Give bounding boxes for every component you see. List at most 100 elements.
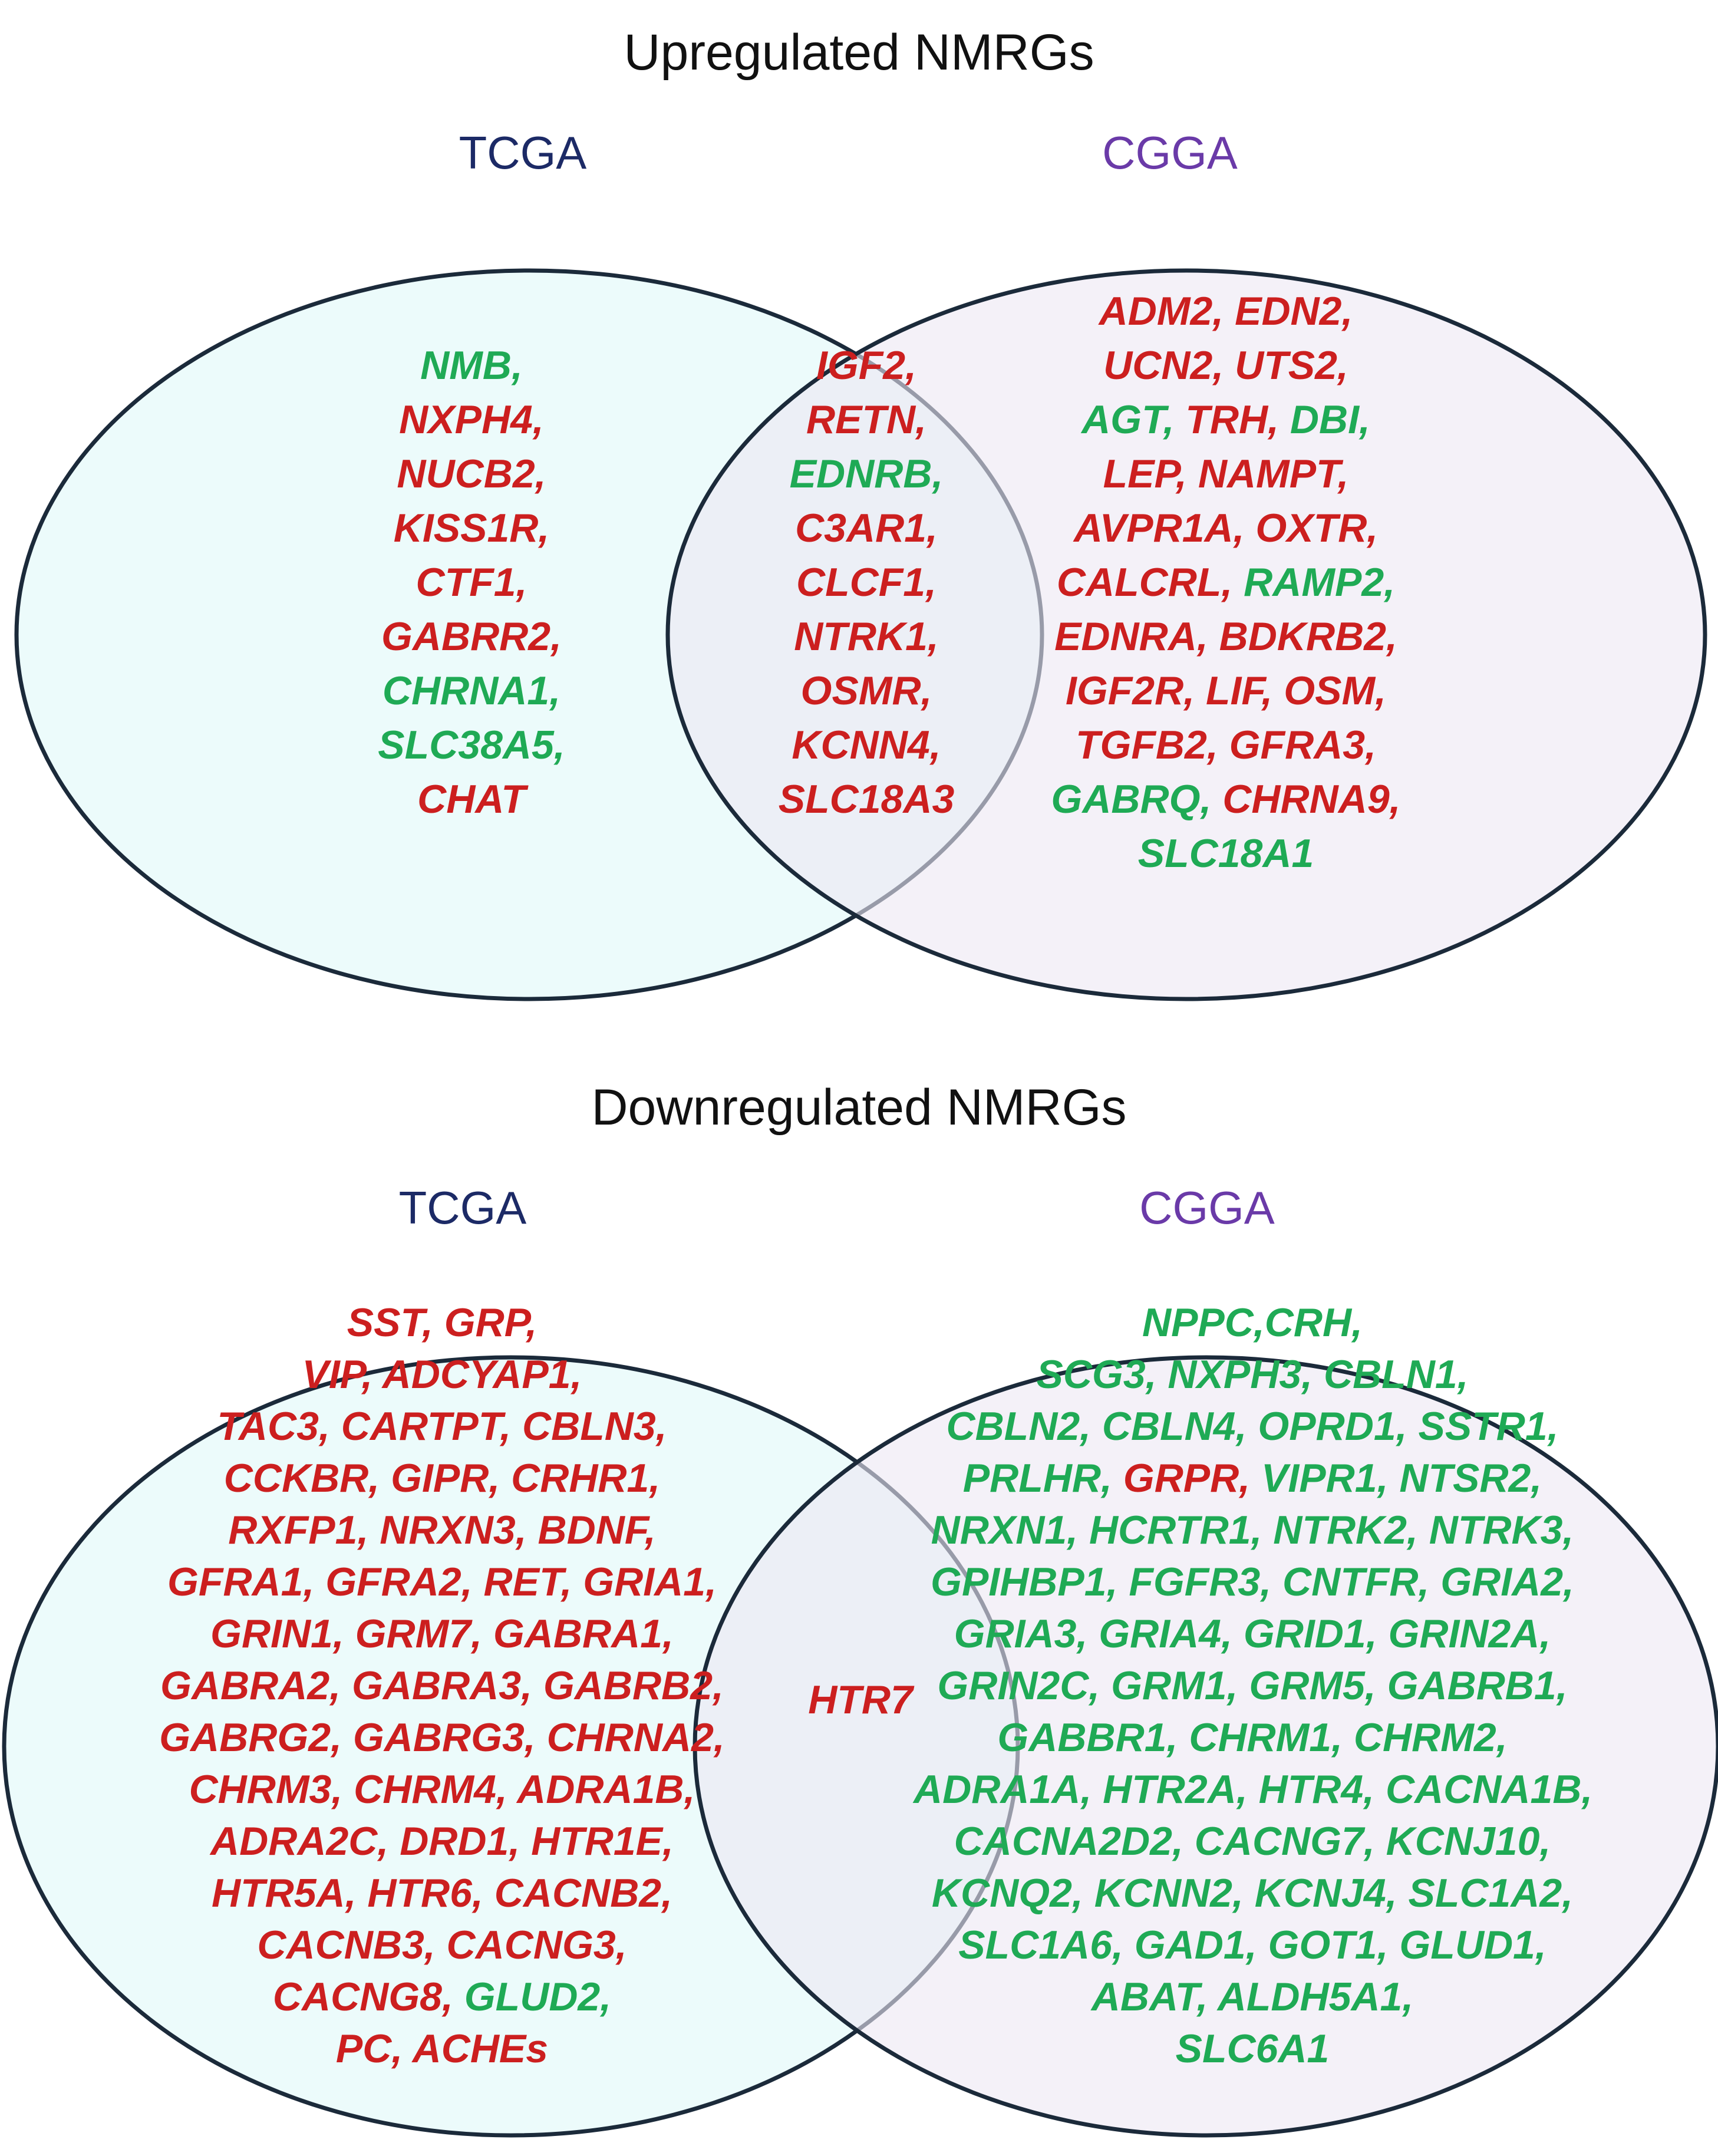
gene-line: CHRM3, CHRM4, ADRA1B, xyxy=(147,1763,737,1815)
gene-name: TRH, xyxy=(1174,397,1280,442)
gene-line: SCG3, NXPH3, CBLN1, xyxy=(914,1349,1591,1400)
up-tcga-label: TCGA xyxy=(459,127,587,179)
gene-name: SST, GRP, xyxy=(347,1300,538,1345)
gene-name: NTRK1, xyxy=(794,614,939,659)
gene-name: NXPH4, xyxy=(399,397,544,442)
down-cgga-only-genes: NPPC,CRH, SCG3, NXPH3, CBLN1, CBLN2, CBLN4… xyxy=(914,1297,1593,2075)
gene-line: EDNRB, xyxy=(666,447,1067,501)
gene-name: ADRA1A, HTR2A, HTR4, CACNA1B, xyxy=(914,1767,1593,1812)
gene-line: SLC38A5, xyxy=(271,718,672,772)
gene-line: SLC18A1 xyxy=(961,826,1491,881)
gene-line: NMB, xyxy=(271,338,672,393)
gene-name: KCNQ2, KCNN2, KCNJ4, SLC1A2, xyxy=(931,1871,1574,1916)
gene-name: ABAT, ALDH5A1, xyxy=(1091,1974,1414,2019)
up-intersection-genes: IGF2, RETN, EDNRB, C3AR1, CLCF1, NTRK1, OSMR, K… xyxy=(666,338,1067,826)
gene-name: TAC3, CARTPT, CBLN3, xyxy=(217,1404,667,1449)
gene-line: AGT, TRH, DBI, xyxy=(961,393,1491,447)
gene-name: AVPR1A, OXTR, xyxy=(1073,506,1379,550)
gene-line: RXFP1, NRXN3, BDNF, xyxy=(147,1504,737,1556)
gene-line: GRIN1, GRM7, GABRA1, xyxy=(147,1608,737,1660)
gene-name: GRPR, xyxy=(1112,1456,1251,1501)
gene-name: CACNA2D2, CACNG7, KCNJ10, xyxy=(954,1819,1551,1864)
gene-name: ADM2, EDN2, xyxy=(1099,289,1353,334)
gene-line: ABAT, ALDH5A1, xyxy=(914,1971,1591,2023)
gene-line: SLC6A1 xyxy=(914,2023,1591,2075)
gene-name: GFRA1, GFRA2, RET, GRIA1, xyxy=(167,1560,717,1604)
gene-name: CHRNA1, xyxy=(382,668,561,713)
gene-line: GRIA3, GRIA4, GRID1, GRIN2A, xyxy=(914,1608,1591,1660)
gene-line: IGF2, xyxy=(666,338,1067,393)
down-tcga-only-genes: SST, GRP, VIP, ADCYAP1, TAC3, CARTPT, CBLN… xyxy=(147,1297,737,2075)
gene-name: SLC18A1 xyxy=(1137,831,1314,876)
gene-line: CLCF1, xyxy=(666,555,1067,609)
gene-name: VIPR1, NTSR2, xyxy=(1250,1456,1542,1501)
gene-name: SLC18A3 xyxy=(778,777,955,822)
gene-line: GFRA1, GFRA2, RET, GRIA1, xyxy=(147,1556,737,1608)
gene-name: GRIN2C, GRM1, GRM5, GABRB1, xyxy=(937,1663,1568,1708)
gene-line: UCN2, UTS2, xyxy=(961,338,1491,393)
gene-name: OSMR, xyxy=(800,668,932,713)
down-cgga-circle xyxy=(693,1355,1718,2138)
gene-name: SLC38A5, xyxy=(378,723,565,767)
gene-name: C3AR1, xyxy=(795,506,938,550)
up-cgga-label: CGGA xyxy=(1102,127,1238,179)
gene-line: C3AR1, xyxy=(666,501,1067,555)
up-tcga-only-genes: NMB,NXPH4, NUCB2, KISS1R, CTF1, GABRR2, CHRNA… xyxy=(271,338,672,826)
gene-line: ADRA2C, DRD1, HTR1E, xyxy=(147,1815,737,1867)
gene-name: SCG3, NXPH3, CBLN1, xyxy=(1036,1352,1469,1397)
gene-line: CACNG8, GLUD2, xyxy=(147,1971,737,2023)
gene-name: KISS1R, xyxy=(393,506,550,550)
gene-line: NUCB2, xyxy=(271,447,672,501)
gene-name: GRIN1, GRM7, GABRA1, xyxy=(210,1611,674,1656)
gene-line: TAC3, CARTPT, CBLN3, xyxy=(147,1400,737,1452)
gene-name: NPPC,CRH, xyxy=(1142,1300,1363,1345)
gene-name: UCN2, UTS2, xyxy=(1103,343,1348,388)
gene-name: KCNN4, xyxy=(792,723,941,767)
gene-line: HTR5A, HTR6, CACNB2, xyxy=(147,1867,737,1919)
gene-name: IGF2, xyxy=(816,343,917,388)
gene-name: VIP, ADCYAP1, xyxy=(302,1352,582,1397)
gene-line: OSMR, xyxy=(666,664,1067,718)
gene-line: KCNQ2, KCNN2, KCNJ4, SLC1A2, xyxy=(914,1867,1591,1919)
gene-line: CTF1, xyxy=(271,555,672,609)
gene-line: CHRNA1, xyxy=(271,664,672,718)
gene-name: NRXN1, HCRTR1, NTRK2, NTRK3, xyxy=(931,1508,1574,1552)
gene-name: CHAT xyxy=(417,777,526,822)
down-tcga-label: TCGA xyxy=(398,1182,527,1234)
gene-name: CACNG8, xyxy=(272,1974,453,2019)
gene-line: ADM2, EDN2, xyxy=(961,284,1491,338)
gene-line: CACNA2D2, CACNG7, KCNJ10, xyxy=(914,1815,1591,1867)
gene-name: HTR5A, HTR6, CACNB2, xyxy=(211,1871,673,1916)
gene-name: GABRQ, xyxy=(1051,777,1212,822)
gene-line: HTR7 xyxy=(766,1673,955,1727)
gene-line: IGF2R, LIF, OSM, xyxy=(961,664,1491,718)
gene-line: CBLN2, CBLN4, OPRD1, SSTR1, xyxy=(914,1400,1591,1452)
gene-name: AGT, xyxy=(1081,397,1175,442)
gene-line: ADRA1A, HTR2A, HTR4, CACNA1B, xyxy=(914,1763,1593,1815)
gene-line: VIP, ADCYAP1, xyxy=(147,1349,737,1400)
gene-name: CHRNA9, xyxy=(1211,777,1401,822)
gene-name: RETN, xyxy=(806,397,926,442)
gene-line: PC, ACHEs xyxy=(147,2023,737,2075)
gene-name: PC, ACHEs xyxy=(335,2026,549,2071)
gene-line: AVPR1A, OXTR, xyxy=(961,501,1491,555)
gene-line: CALCRL, RAMP2, xyxy=(961,555,1491,609)
upregulated-title: Upregulated NMRGs xyxy=(624,24,1094,81)
gene-name: GABBR1, CHRM1, CHRM2, xyxy=(997,1715,1508,1760)
gene-line: PRLHR, GRPR, VIPR1, NTSR2, xyxy=(914,1452,1591,1504)
gene-name: GABRG2, GABRG3, CHRNA2, xyxy=(159,1715,725,1760)
gene-name: GRIA3, GRIA4, GRID1, GRIN2A, xyxy=(954,1611,1551,1656)
gene-line: NTRK1, xyxy=(666,609,1067,664)
gene-name: CHRM3, CHRM4, ADRA1B, xyxy=(189,1767,695,1812)
gene-name: CACNB3, CACNG3, xyxy=(257,1923,627,1967)
gene-line: SLC1A6, GAD1, GOT1, GLUD1, xyxy=(914,1919,1591,1971)
gene-name: CBLN2, CBLN4, OPRD1, SSTR1, xyxy=(946,1404,1559,1449)
gene-line: TGFB2, GFRA3, xyxy=(961,718,1491,772)
gene-line: GABRR2, xyxy=(271,609,672,664)
gene-line: GABBR1, CHRM1, CHRM2, xyxy=(914,1712,1591,1763)
gene-name: GABRR2, xyxy=(381,614,562,659)
gene-line: LEP, NAMPT, xyxy=(961,447,1491,501)
gene-name: CLCF1, xyxy=(796,560,937,605)
gene-line: GABRG2, GABRG3, CHRNA2, xyxy=(147,1712,737,1763)
